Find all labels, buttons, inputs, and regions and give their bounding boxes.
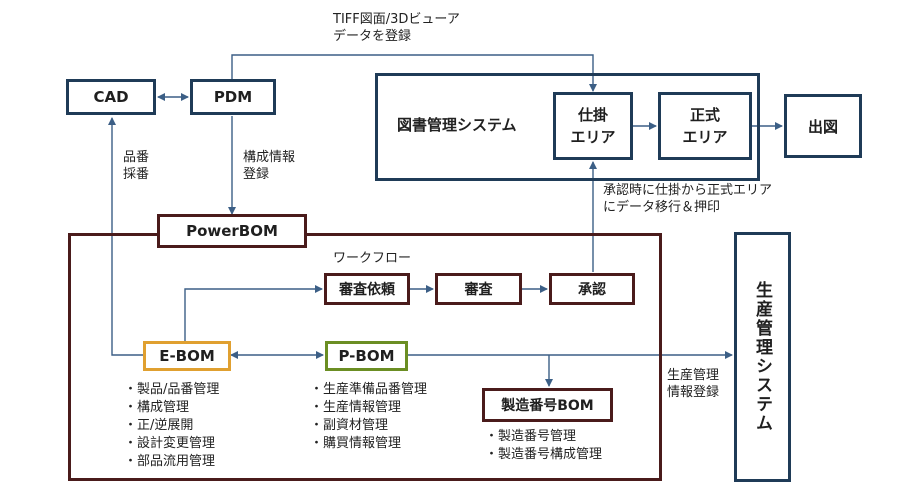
list-item: 副資材管理 (310, 417, 427, 435)
mfg-bom-label: 製造番号BOM (501, 398, 594, 414)
list-item: 購買情報管理 (310, 435, 427, 453)
review-request-label: 審査依頼 (339, 282, 395, 298)
pbom-label: P-BOM (338, 347, 395, 365)
official-area-box[interactable]: 正式 エリア (658, 92, 752, 160)
doc-system-frame (375, 73, 760, 181)
mfg-features-list: 製造番号管理 製造番号構成管理 (485, 428, 602, 464)
tiff-label: TIFF図面/3Dビューア データを登録 (333, 12, 460, 44)
powerbom-label: PowerBOM (186, 222, 278, 240)
wip-area-label: 仕掛 エリア (570, 106, 616, 146)
pdm-box[interactable]: PDM (190, 79, 276, 115)
doc-system-title: 図書管理システム (397, 116, 517, 134)
pdm-label: PDM (213, 88, 253, 106)
ebom-label: E-BOM (159, 347, 215, 365)
approval-box[interactable]: 承認 (549, 273, 635, 305)
list-item: 生産情報管理 (310, 399, 427, 417)
list-item: 設計変更管理 (124, 435, 219, 453)
list-item: 製品/品番管理 (124, 381, 219, 399)
review-label: 審査 (464, 282, 493, 298)
official-area-label: 正式 エリア (682, 106, 728, 146)
output-box[interactable]: 出図 (784, 94, 862, 158)
review-box[interactable]: 審査 (435, 273, 522, 305)
powerbom-box[interactable]: PowerBOM (157, 214, 307, 248)
cad-label: CAD (93, 88, 129, 106)
production-system-box[interactable]: 生産管理システム (734, 232, 791, 482)
list-item: 部品流用管理 (124, 453, 219, 471)
workflow-label: ワークフロー (333, 251, 412, 266)
ebom-box[interactable]: E-BOM (143, 341, 231, 371)
ebom-features-list: 製品/品番管理 構成管理 正/逆展開 設計変更管理 部品流用管理 (124, 381, 219, 471)
ebom-to-cad-arrow (108, 117, 144, 356)
pbom-box[interactable]: P-BOM (325, 341, 408, 371)
approval-note-label: 承認時に仕掛から正式エリア にデータ移行＆押印 (603, 183, 773, 215)
list-item: 正/逆展開 (124, 417, 219, 435)
review-request-box[interactable]: 審査依頼 (324, 273, 410, 305)
output-label: 出図 (807, 117, 838, 136)
pbom-features-list: 生産準備品番管理 生産情報管理 副資材管理 購買情報管理 (310, 381, 427, 453)
cad-box[interactable]: CAD (66, 79, 156, 115)
production-system-label: 生産管理システム (752, 281, 772, 433)
list-item: 生産準備品番管理 (310, 381, 427, 399)
list-item: 構成管理 (124, 399, 219, 417)
approval-label: 承認 (578, 282, 606, 298)
list-item: 製造番号管理 (485, 428, 602, 446)
ebom-to-review-request-arrow (184, 285, 323, 342)
part-number-label: 品番 採番 (123, 150, 150, 182)
config-register-label: 構成情報 登録 (243, 150, 296, 182)
wip-area-box[interactable]: 仕掛 エリア (553, 92, 633, 160)
list-item: 製造番号構成管理 (485, 446, 602, 464)
prod-info-label: 生産管理 情報登録 (667, 368, 720, 400)
powerbom-frame (68, 233, 662, 481)
mfg-bom-box[interactable]: 製造番号BOM (482, 388, 613, 422)
